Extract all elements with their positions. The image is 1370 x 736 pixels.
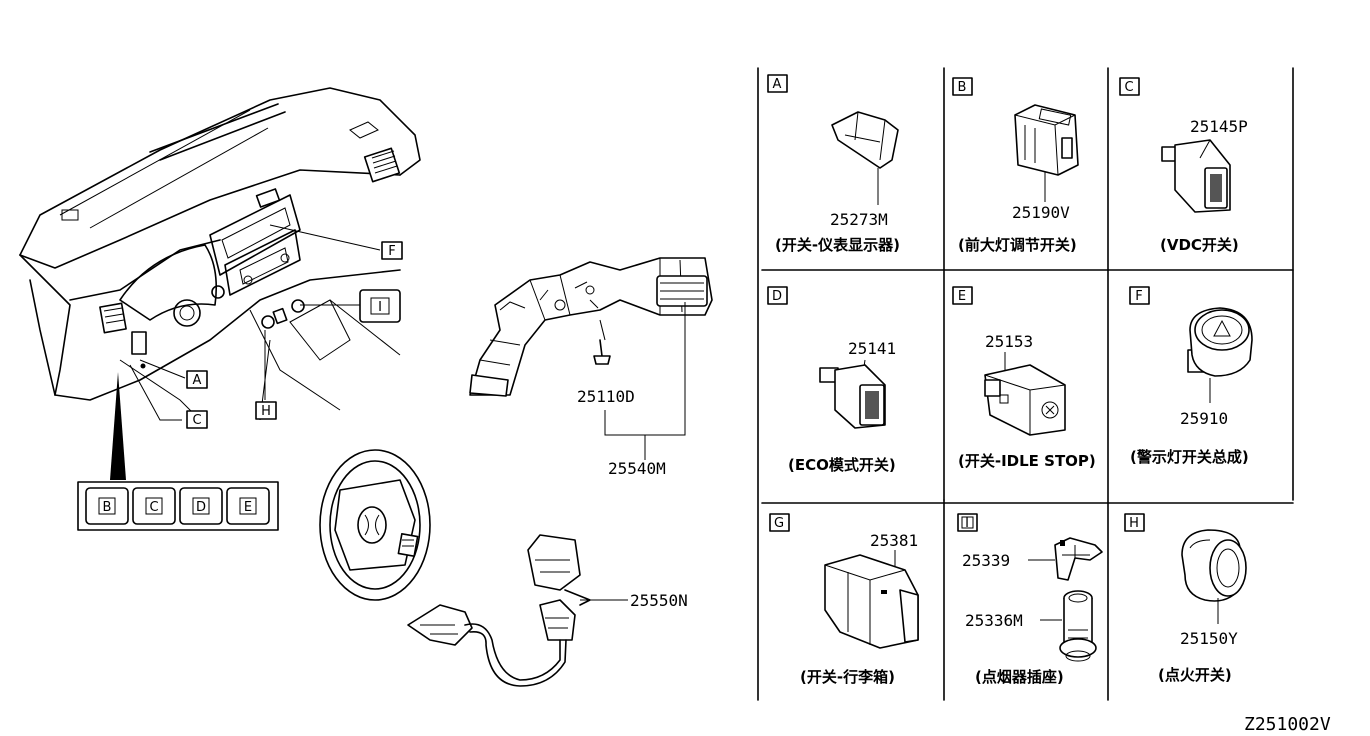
part-25540m-label: 25540M (608, 459, 666, 478)
svg-text:E: E (244, 500, 252, 515)
svg-text:F: F (1135, 289, 1142, 304)
caption-i: (点烟器插座) (975, 668, 1064, 686)
part-25190v-label: 25190V (1012, 203, 1070, 222)
parts-grid (757, 67, 1294, 701)
idle-stop-switch-illustration (984, 352, 1066, 436)
caption-g: (开关-行李箱) (800, 668, 895, 686)
caption-d: (ECO模式开关) (788, 456, 896, 474)
switch-panel-c: C (132, 487, 176, 525)
trunk-switch-illustration (824, 550, 919, 649)
vdc-switch-illustration (1161, 139, 1231, 213)
caption-h: (点火开关) (1158, 666, 1232, 684)
part-25339-label: 25339 (962, 551, 1010, 570)
svg-text:H: H (1129, 516, 1139, 531)
cell-a: A 25273M (开关-仪表显示器) (767, 74, 900, 254)
svg-text:F: F (388, 244, 395, 259)
svg-text:C: C (1124, 80, 1133, 95)
svg-text:A: A (773, 77, 782, 92)
headlamp-leveling-switch-illustration (1014, 104, 1079, 202)
svg-text:I: I (965, 516, 969, 531)
svg-text:C: C (149, 500, 158, 515)
part-25550n-label: 25550N (630, 591, 688, 610)
svg-text:D: D (196, 500, 206, 515)
switch-panel-d: D (179, 487, 223, 525)
overview-callout-h: H (255, 401, 277, 420)
part-25910-label: 25910 (1180, 409, 1228, 428)
caption-f: (警示灯开关总成) (1130, 448, 1249, 466)
part-25153-label: 25153 (985, 332, 1033, 351)
svg-text:C: C (192, 413, 201, 428)
svg-text:B: B (958, 80, 967, 95)
part-25381-label: 25381 (870, 531, 918, 550)
cell-e: E 25153 (开关-IDLE STOP) (952, 286, 1096, 470)
eco-switch-illustration (819, 359, 886, 429)
svg-text:G: G (774, 516, 784, 531)
svg-text:D: D (772, 289, 782, 304)
spiral-cable-illustration (407, 534, 591, 687)
svg-text:I: I (378, 300, 382, 315)
svg-text:H: H (261, 404, 271, 419)
part-25336m-label: 25336M (965, 611, 1023, 630)
overview-callout-f: F (381, 241, 403, 260)
cell-f: F 25910 (警示灯开关总成) (1129, 286, 1253, 466)
steering-wheel-illustration (319, 449, 431, 601)
part-25150y-label: 25150Y (1180, 629, 1238, 648)
cell-i: I 25339 25336M (点烟器插座) (957, 513, 1103, 686)
part-25145p-label: 25145P (1190, 117, 1248, 136)
part-25273m-label: 25273M (830, 210, 888, 229)
caption-a: (开关-仪表显示器) (775, 236, 900, 254)
cigarette-lighter-socket-illustration (1059, 590, 1097, 662)
hazard-switch-illustration (1187, 307, 1253, 403)
ignition-switch-illustration (1181, 529, 1247, 624)
part-25141-label: 25141 (848, 339, 896, 358)
part-25110d-label: 25110D (577, 387, 635, 406)
switch-panel-e: E (226, 487, 270, 525)
display-switch-illustration (831, 111, 899, 205)
dashboard-illustration (19, 87, 421, 421)
overview-callout-c: C (186, 410, 208, 429)
overview-callout-a: A (186, 370, 208, 389)
caption-b: (前大灯调节开关) (958, 236, 1077, 254)
overview-callout-i: I (359, 289, 401, 323)
cell-h: H 25150Y (点火开关) (1124, 513, 1247, 684)
cell-c: C 25145P (VDC开关) (1119, 77, 1248, 254)
caption-c: (VDC开关) (1160, 236, 1239, 254)
svg-text:A: A (193, 373, 202, 388)
diagram-code: Z251002V (1244, 714, 1331, 735)
combination-switch-illustration (469, 257, 713, 397)
svg-text:E: E (958, 289, 966, 304)
cell-b: B 25190V (前大灯调节开关) (952, 77, 1079, 254)
svg-text:B: B (103, 500, 112, 515)
switch-panel: B C D E (77, 481, 279, 531)
caption-e: (开关-IDLE STOP) (958, 452, 1096, 470)
cell-g: G 25381 (开关-行李箱) (769, 513, 919, 686)
switch-panel-b: B (85, 487, 129, 525)
cell-d: D 25141 (ECO模式开关) (767, 286, 896, 474)
socket-cap-illustration (1054, 537, 1103, 581)
